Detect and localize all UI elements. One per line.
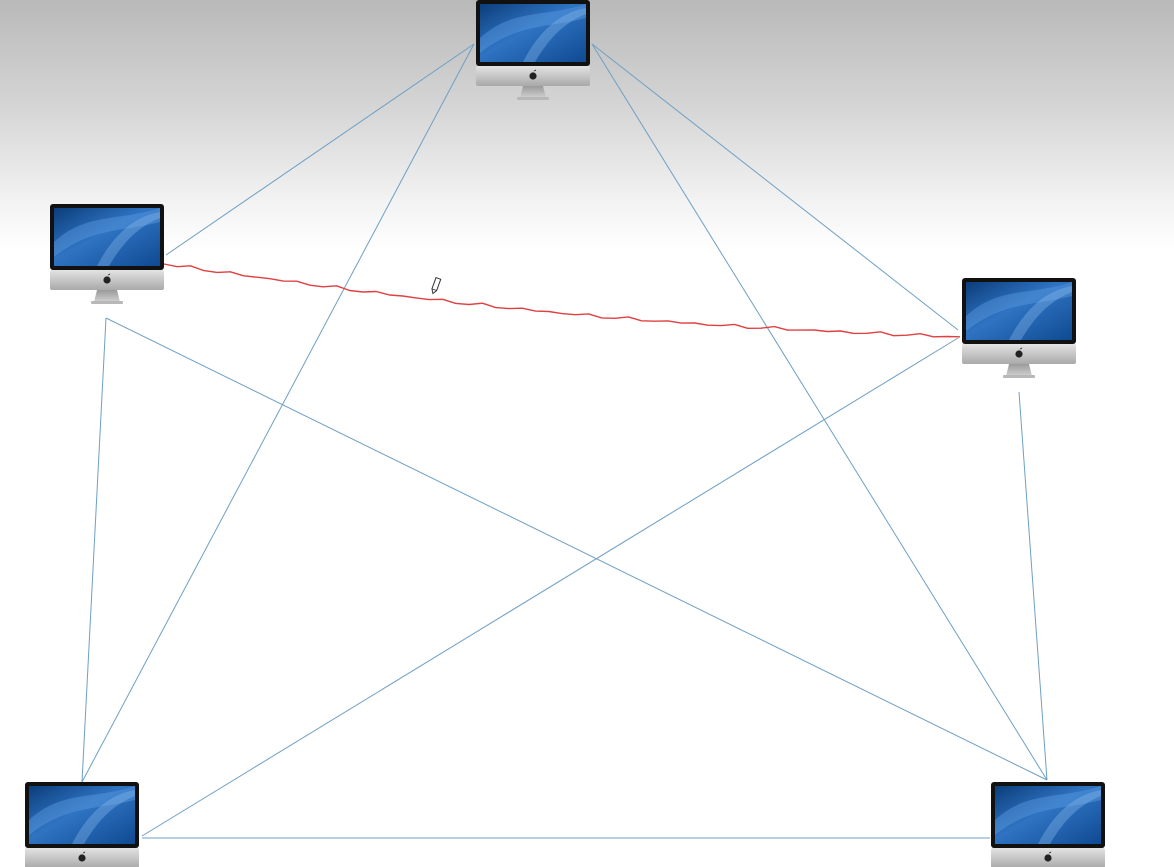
imac-computer-icon — [962, 278, 1076, 378]
link-left-right-highlighted — [163, 263, 961, 338]
imac-computer-icon — [991, 782, 1105, 867]
link-right-bottom-left — [141, 337, 959, 837]
imac-computer-icon — [25, 782, 139, 867]
link-left-bottom-right — [105, 317, 1048, 781]
computer-node-top[interactable] — [476, 0, 590, 100]
computer-node-right[interactable] — [962, 278, 1076, 378]
network-nodes — [25, 0, 1105, 867]
link-top-right — [591, 43, 959, 331]
highlighted-link — [163, 263, 961, 338]
computer-node-bottom-right[interactable] — [991, 782, 1105, 867]
imac-computer-icon — [476, 0, 590, 100]
link-top-bottom-left — [81, 43, 475, 783]
link-left-bottom-left — [81, 317, 107, 783]
imac-computer-icon — [50, 204, 164, 304]
link-right-bottom-right — [1018, 391, 1048, 781]
link-top-left — [165, 43, 475, 256]
network-links — [81, 43, 1048, 839]
link-top-bottom-right — [591, 43, 1048, 781]
pen-cursor-icon — [431, 276, 442, 295]
computer-node-left[interactable] — [50, 204, 164, 304]
computer-node-bottom-left[interactable] — [25, 782, 139, 867]
